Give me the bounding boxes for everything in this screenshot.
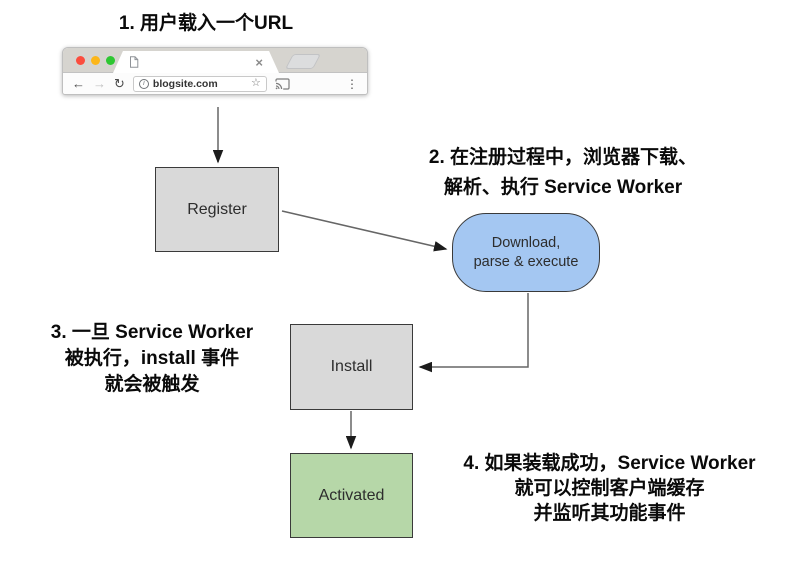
browser-toolbar: ← → ↻ i blogsite.com ☆ ⋮: [63, 73, 367, 94]
annotation-step4-line2: 就可以控制客户端缓存: [514, 478, 705, 499]
traffic-light-red-icon: [76, 56, 85, 65]
arrow-download-to-install: [418, 293, 529, 373]
annotation-step4-line3: 并监听其功能事件: [533, 503, 686, 524]
reload-icon: ↻: [114, 76, 125, 91]
node-register: Register: [155, 167, 279, 252]
annotation-step3: 3. 一旦 Service Worker 被执行，install 事件 就会被触…: [12, 320, 292, 398]
annotation-step2: 2. 在注册过程中，浏览器下载、 解析、执行 Service Worker: [358, 143, 768, 203]
annotation-step4: 4. 如果装载成功，Service Worker 就可以控制客户端缓存 并监听其…: [422, 451, 797, 526]
browser-window: × ← → ↻ i blogsite.com ☆ ⋮: [62, 47, 368, 95]
page-icon: [130, 56, 139, 68]
url-text: blogsite.com: [152, 77, 218, 90]
annotation-step3-line3: 就会被触发: [104, 374, 200, 395]
browser-menu-icon: ⋮: [346, 76, 358, 91]
annotation-step2-line2: 解析、执行 Service Worker: [443, 177, 683, 198]
node-activated: Activated: [290, 453, 413, 538]
annotation-step2-line1: 2. 在注册过程中，浏览器下载、: [428, 147, 698, 168]
node-download-label-line2: parse & execute: [473, 253, 579, 270]
bookmark-star-icon: ☆: [251, 77, 261, 89]
annotation-step3-line2: 被执行，install 事件: [64, 348, 240, 369]
node-register-label: Register: [187, 200, 247, 218]
node-activated-label: Activated: [318, 486, 385, 504]
node-install-label: Install: [330, 358, 373, 375]
browser-tab: ×: [113, 51, 279, 73]
forward-icon: →: [93, 76, 106, 91]
browser-tabstrip: ×: [63, 48, 367, 73]
traffic-light-yellow-icon: [91, 56, 100, 65]
tab-close-icon: ×: [255, 54, 263, 70]
annotation-step1: 1. 用户载入一个URL: [118, 13, 294, 34]
node-download-parse-execute: Download, parse & execute: [452, 213, 600, 292]
node-install: Install: [290, 324, 413, 410]
node-download-label-line1: Download,: [491, 234, 561, 251]
annotation-step3-line1: 3. 一旦 Service Worker: [50, 322, 254, 343]
new-tab-button: [285, 54, 321, 69]
back-icon: ←: [72, 76, 85, 91]
annotation-step4-line1: 4. 如果装载成功，Service Worker: [463, 453, 756, 474]
arrow-register-to-download: [281, 210, 448, 252]
address-bar: i blogsite.com ☆: [132, 75, 267, 92]
info-icon: i: [138, 78, 149, 89]
cast-icon: [275, 77, 290, 90]
traffic-light-green-icon: [106, 56, 115, 65]
